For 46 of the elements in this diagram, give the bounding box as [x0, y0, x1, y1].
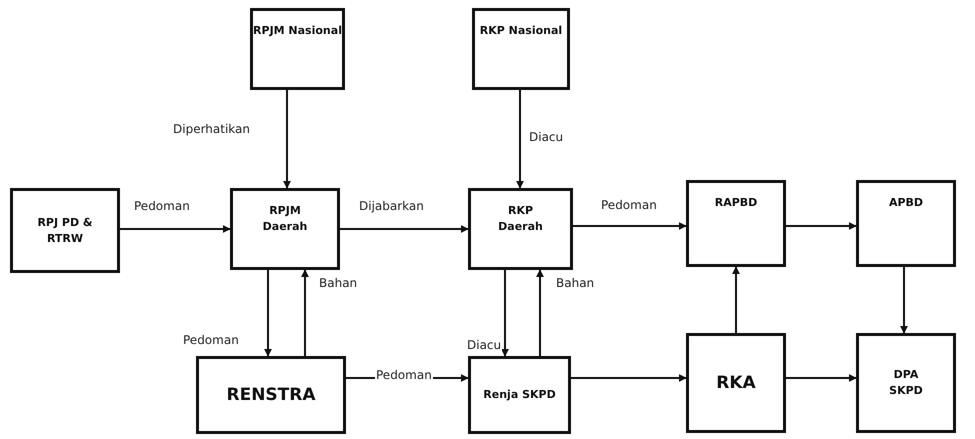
box-label: RPJ PD & RTRW: [36, 214, 94, 246]
process-box: [856, 180, 956, 267]
arrow: [516, 90, 524, 189]
edge-label: Diperhatikan: [172, 122, 251, 136]
box-label: RKP Nasional: [480, 23, 562, 39]
edge-label: Pedoman: [375, 368, 433, 382]
edge-label: Diacu: [528, 130, 564, 144]
box-label: DPA SKPD: [888, 367, 924, 399]
process-box: [472, 8, 570, 90]
box-label: RAPBD: [714, 195, 758, 211]
process-box: [468, 188, 573, 270]
process-box: [230, 188, 340, 270]
box-label: APBD: [888, 195, 924, 211]
arrow: [573, 222, 687, 230]
box-label: RENSTRA: [226, 384, 316, 407]
process-box: [686, 333, 786, 433]
arrow: [786, 374, 857, 382]
arrow: [301, 269, 309, 356]
box-label: RPJM Daerah: [262, 203, 308, 235]
process-box: [10, 188, 120, 273]
arrow: [732, 266, 740, 333]
edge-label: Bahan: [318, 276, 358, 290]
edge-label: Dijabarkan: [358, 199, 425, 213]
arrow: [900, 267, 908, 334]
edge-label: Diacu: [466, 338, 502, 352]
arrow: [264, 270, 272, 357]
arrow: [283, 90, 291, 189]
arrow: [120, 225, 231, 233]
process-box: [686, 180, 786, 267]
process-box: [250, 8, 345, 90]
arrow: [340, 225, 469, 233]
arrow: [786, 222, 857, 230]
box-label: RPJM Nasional: [253, 23, 342, 39]
edge-label: Pedoman: [600, 198, 658, 212]
edge-label: Pedoman: [182, 333, 240, 347]
edge-label: Bahan: [555, 276, 596, 290]
box-label: RKA: [716, 372, 756, 395]
edge-label: Pedoman: [133, 199, 191, 213]
process-box: [468, 356, 571, 434]
box-label: Renja SKPD: [483, 387, 556, 403]
arrow: [571, 374, 687, 382]
process-box: [196, 356, 346, 434]
arrow: [501, 270, 509, 357]
arrow: [536, 269, 544, 356]
box-label: RKP Daerah: [497, 203, 544, 235]
process-box: [856, 333, 956, 433]
